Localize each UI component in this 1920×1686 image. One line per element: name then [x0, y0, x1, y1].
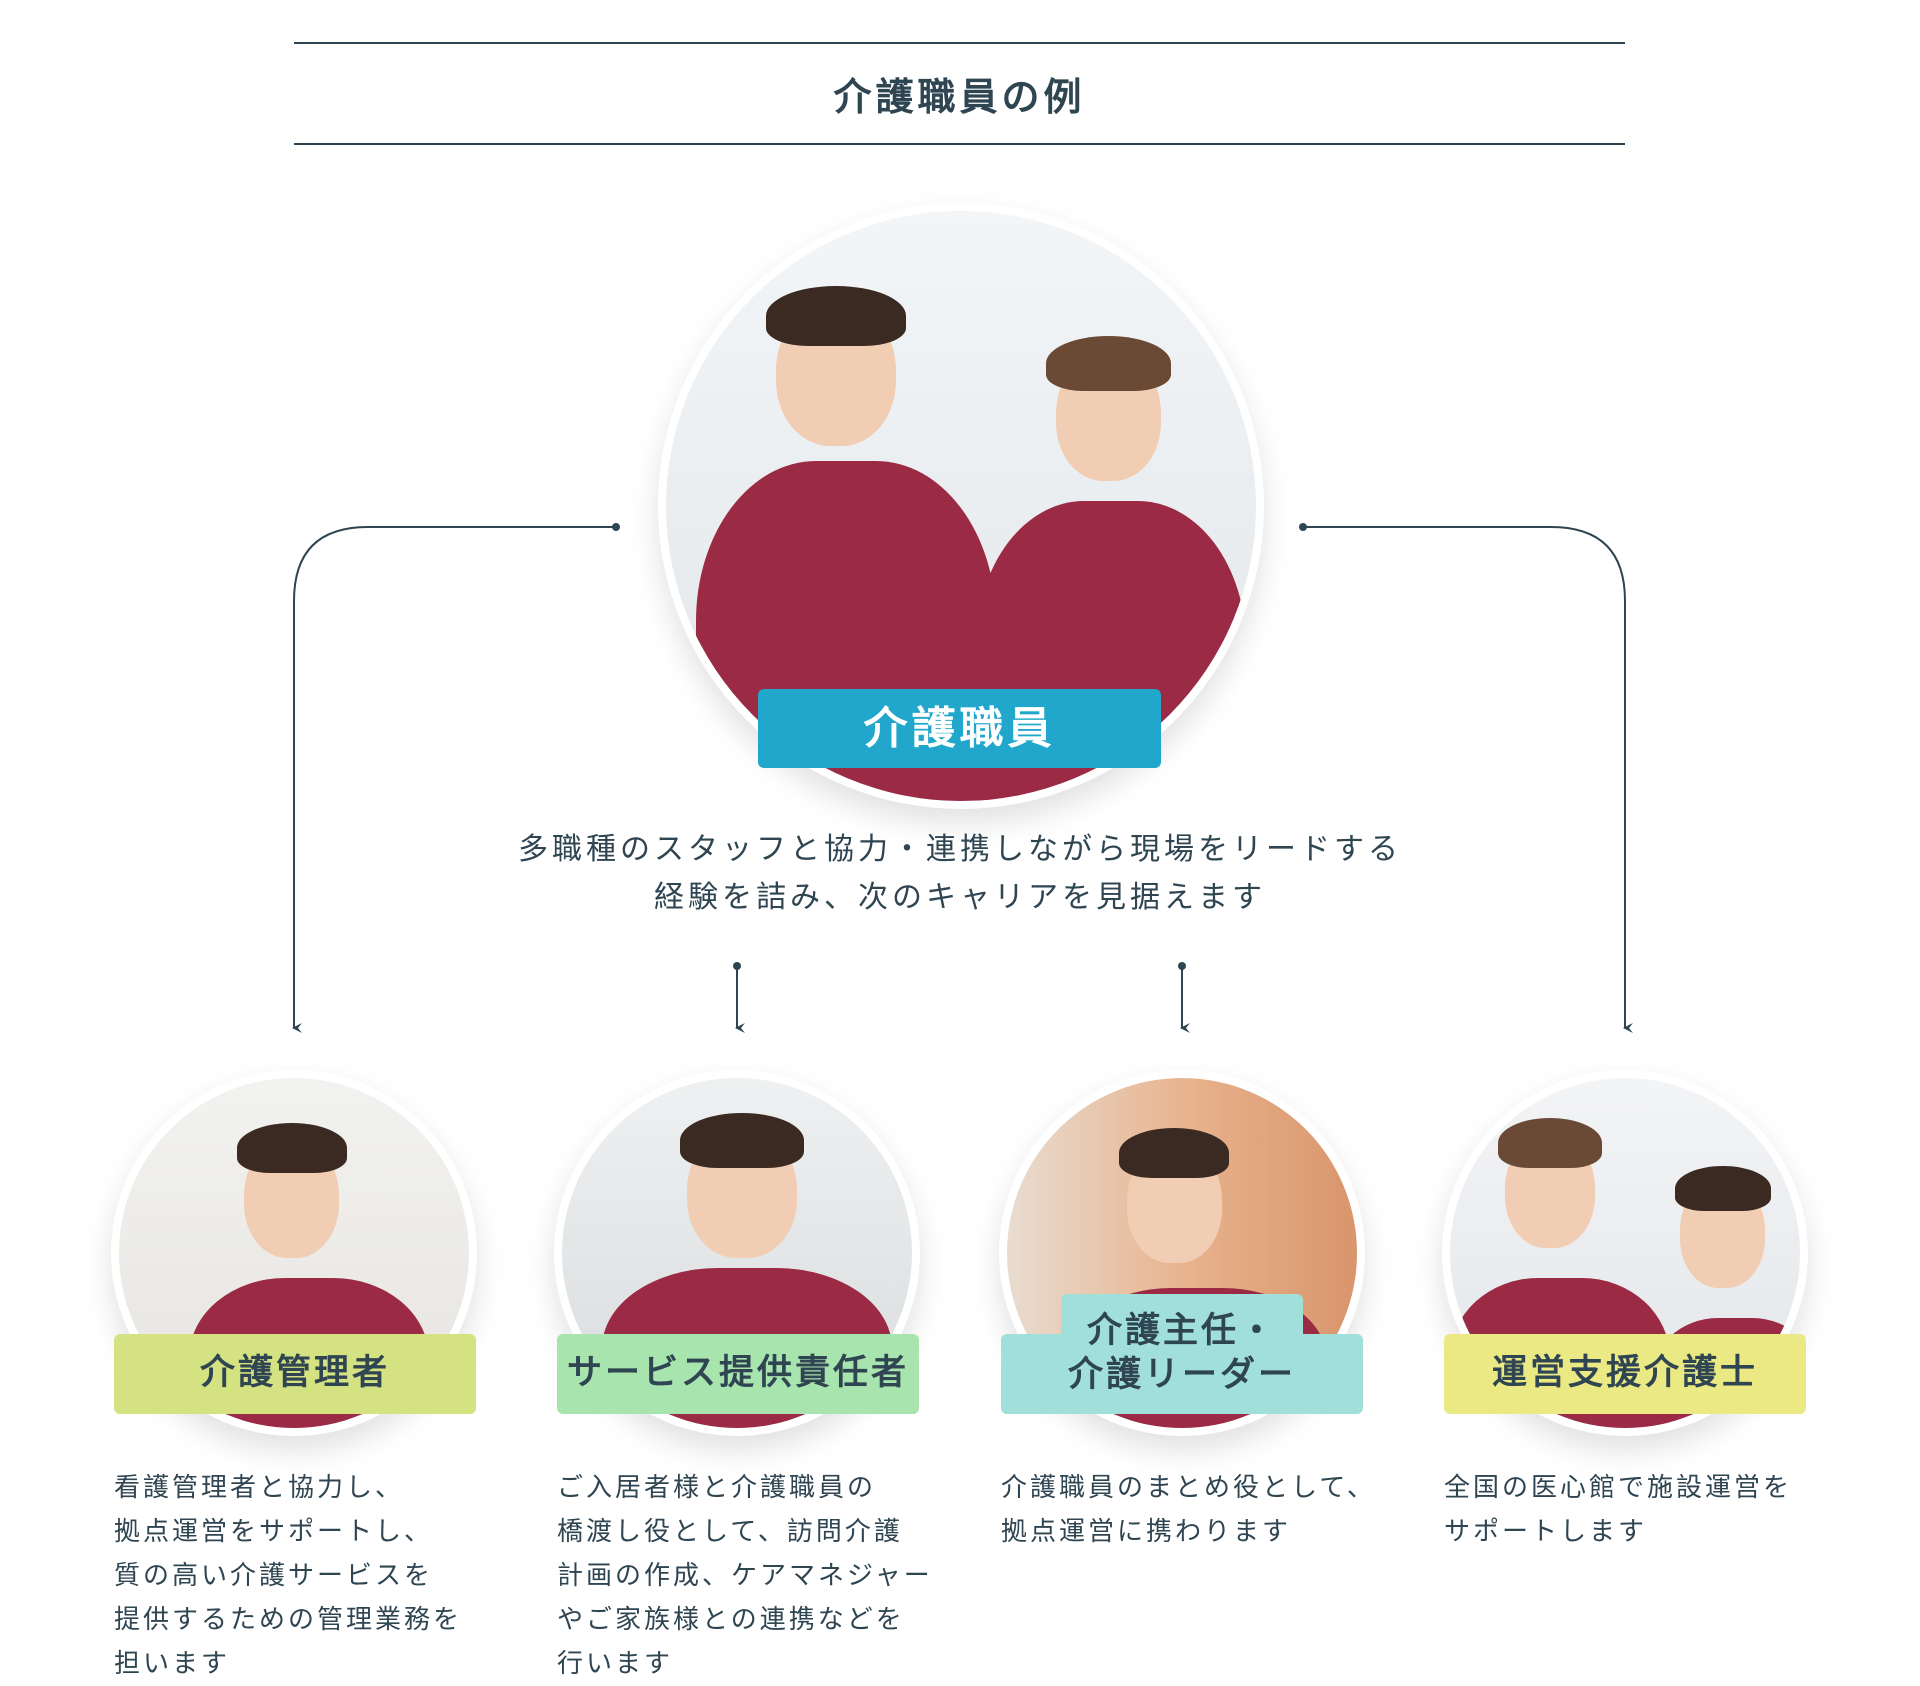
role-badge-leader-line: 介護主任・: [1086, 1311, 1277, 1352]
role-description-manager: 看護管理者と協力し、 拠点運営をサポートし、 質の高い介護サービスを 提供するた…: [114, 1473, 463, 1679]
role-badge-manager: 介護管理者: [114, 1334, 476, 1414]
role-badge-leader-line: 介護リーダー: [1067, 1355, 1296, 1395]
page-title: 介護職員の例: [833, 75, 1086, 119]
connector-right: [1303, 526, 1633, 1033]
main-description-line: 経験を詰み、次のキャリアを見据えます: [654, 880, 1266, 915]
role-description-service: ご入居者様と介護職員の 橋渡し役として、訪問介護 計画の作成、ケアマネジャー や…: [557, 1473, 933, 1679]
main-role-badge: 介護職員: [758, 689, 1161, 768]
badge-tab: [1061, 1294, 1303, 1334]
role-badge-service: サービス提供責任者: [557, 1334, 919, 1414]
role-description-support: 全国の医心館で施設運営を サポートします: [1444, 1473, 1793, 1547]
role-badge-leader: 介護主任・ 介護リーダー: [1001, 1294, 1363, 1414]
title-rule-bottom: [294, 143, 1625, 145]
role-description-leader: 介護職員のまとめ役として、 拠点運営に携わります: [1001, 1473, 1376, 1547]
connector-left: [292, 526, 616, 1033]
main-description: 多職種のスタッフと協力・連携しながら現場をリードする 経験を詰み、次のキャリアを…: [360, 826, 1560, 922]
title-rule-top: [294, 42, 1625, 44]
role-badge-support: 運営支援介護士: [1444, 1334, 1806, 1414]
main-description-line: 多職種のスタッフと協力・連携しながら現場をリードする: [518, 832, 1402, 867]
